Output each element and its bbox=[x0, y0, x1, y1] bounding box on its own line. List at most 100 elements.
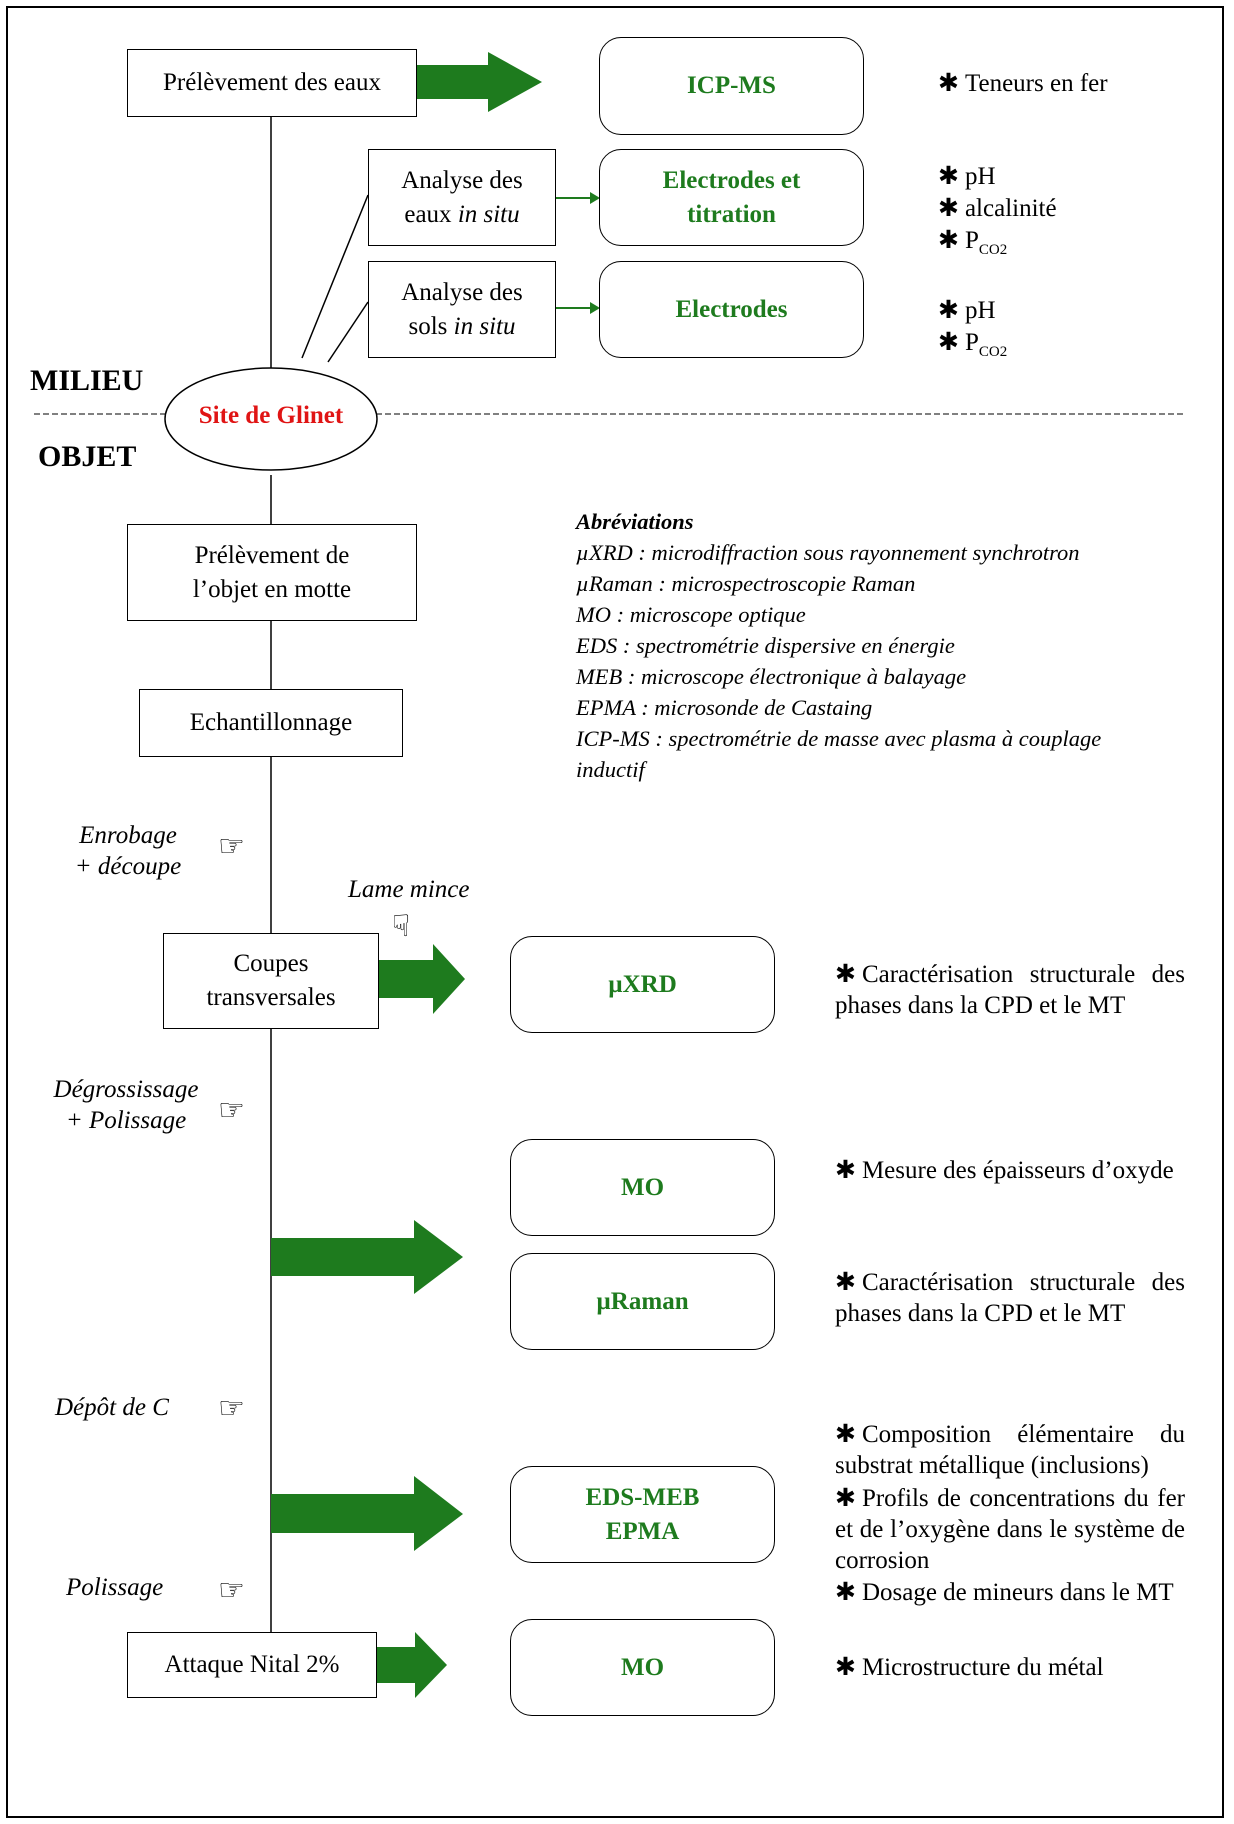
link-sols bbox=[327, 301, 369, 363]
result-carac-raman: ✱Caractérisation structurale des phases … bbox=[835, 1266, 1185, 1329]
tech-uxrd: µXRD bbox=[510, 936, 775, 1033]
abbreviations-title: Abréviations bbox=[576, 509, 694, 534]
arrow-icpms bbox=[416, 52, 542, 112]
electrodes-titration-line1: Electrodes et bbox=[662, 166, 801, 194]
result-mesure: ✱Mesure des épaisseurs d’oxyde bbox=[835, 1154, 1185, 1186]
box-attaque: Attaque Nital 2% bbox=[127, 1632, 377, 1698]
star-icon: ✱ bbox=[938, 161, 959, 190]
pco2-sub: CO2 bbox=[978, 242, 1008, 258]
link-eaux bbox=[301, 194, 369, 359]
tech-icpms: ICP-MS bbox=[599, 37, 864, 135]
star-icon: ✱ bbox=[835, 1483, 856, 1512]
prelevement-objet-line1: Prélèvement de bbox=[194, 541, 350, 569]
degross-line2: + Polissage bbox=[65, 1107, 187, 1134]
edsmeb-line1: EDS-MEB bbox=[585, 1483, 700, 1511]
abbreviation-item: µRaman : microspectroscopie Raman bbox=[576, 571, 916, 596]
abbreviation-item: EPMA : microsonde de Castaing bbox=[576, 695, 873, 720]
result-microstructure: ✱Microstructure du métal bbox=[835, 1651, 1104, 1683]
edsmeb-line2: EPMA bbox=[605, 1517, 680, 1545]
analyse-sols-insitu: in situ bbox=[453, 312, 516, 340]
carac-xrd-text: Caractérisation structurale des phases d… bbox=[835, 961, 1185, 1019]
arrow-mo bbox=[271, 1220, 463, 1294]
ph-text: pH bbox=[964, 163, 996, 190]
box-prelevement-eaux: Prélèvement des eaux bbox=[127, 49, 417, 117]
mesure-text: Mesure des épaisseurs d’oxyde bbox=[861, 1157, 1174, 1184]
step-degrossissage: Dégrossissage + Polissage bbox=[36, 1074, 216, 1136]
box-coupes: Coupes transversales bbox=[163, 933, 379, 1029]
result-carac-xrd: ✱Caractérisation structurale des phases … bbox=[835, 958, 1185, 1021]
result-profils: ✱Profils de concentrations du fer et de … bbox=[835, 1482, 1185, 1576]
pco2-2-text: P bbox=[964, 329, 979, 356]
box-prelevement-objet: Prélèvement de l’objet en motte bbox=[127, 524, 417, 621]
tech-electrodes: Electrodes bbox=[599, 261, 864, 358]
analyse-eaux-line1: Analyse des bbox=[401, 166, 523, 194]
star-icon: ✱ bbox=[835, 1577, 856, 1606]
star-icon: ✱ bbox=[835, 959, 856, 988]
step-polissage: Polissage bbox=[66, 1574, 164, 1601]
abbreviations-block: Abréviations µXRD : microdiffraction sou… bbox=[576, 506, 1216, 785]
star-icon: ✱ bbox=[835, 1419, 856, 1448]
star-icon: ✱ bbox=[835, 1267, 856, 1296]
box-echantillonnage: Echantillonnage bbox=[139, 689, 403, 757]
box-analyse-sols: Analyse des sols in situ bbox=[368, 261, 556, 358]
enrobage-line1: Enrobage bbox=[79, 822, 177, 849]
abbreviation-item: µXRD : microdiffraction sous rayonnement… bbox=[576, 540, 1080, 565]
result-ph: ✱pH bbox=[938, 160, 996, 192]
enrobage-line2: + découpe bbox=[74, 853, 182, 880]
degross-line1: Dégrossissage bbox=[53, 1076, 199, 1103]
section-objet: OBJET bbox=[38, 440, 137, 473]
star-icon: ✱ bbox=[938, 68, 959, 97]
site-label: Site de Glinet bbox=[198, 402, 344, 429]
composition-text: Composition élémentaire du substrat méta… bbox=[835, 1421, 1185, 1479]
tech-electrodes-titration: Electrodes et titration bbox=[599, 149, 864, 246]
arrow-attaque bbox=[377, 1632, 447, 1698]
analyse-sols-line2: sols bbox=[408, 312, 454, 340]
profils-text: Profils de concentrations du fer et de l… bbox=[835, 1485, 1185, 1574]
dosage-text: Dosage de mineurs dans le MT bbox=[861, 1579, 1174, 1606]
microstructure-text: Microstructure du métal bbox=[861, 1654, 1104, 1681]
analyse-eaux-line2: eaux bbox=[404, 200, 458, 228]
pco2-text: P bbox=[964, 227, 979, 254]
result-composition: ✱Composition élémentaire du substrat mét… bbox=[835, 1418, 1185, 1481]
star-icon: ✱ bbox=[835, 1652, 856, 1681]
site-ellipse bbox=[164, 367, 378, 471]
star-icon: ✱ bbox=[938, 327, 959, 356]
arrow-uxrd bbox=[378, 944, 465, 1014]
carac-raman-text: Caractérisation structurale des phases d… bbox=[835, 1269, 1185, 1327]
star-icon: ✱ bbox=[938, 295, 959, 324]
arrow-eaux-head bbox=[590, 192, 600, 204]
alcalinite-text: alcalinité bbox=[964, 195, 1057, 222]
abbreviation-item: ICP-MS : spectrométrie de masse avec pla… bbox=[576, 726, 1102, 782]
pco2-2-sub: CO2 bbox=[978, 344, 1008, 360]
step-enrobage: Enrobage + découpe bbox=[58, 820, 198, 882]
ph2-text: pH bbox=[964, 297, 996, 324]
analyse-eaux-insitu: in situ bbox=[457, 200, 520, 228]
abbreviation-item: MEB : microscope électronique à balayage bbox=[576, 664, 967, 689]
box-analyse-eaux: Analyse des eaux in situ bbox=[368, 149, 556, 246]
teneurs-text: Teneurs en fer bbox=[964, 70, 1108, 97]
page-frame bbox=[6, 6, 1224, 1818]
star-icon: ✱ bbox=[938, 225, 959, 254]
hand-point-icon: ☞ bbox=[218, 1093, 245, 1128]
section-milieu: MILIEU bbox=[30, 364, 144, 397]
tech-mo-2: MO bbox=[510, 1619, 775, 1716]
tech-edsmeb: EDS-MEB EPMA bbox=[510, 1466, 775, 1563]
analyse-sols-line1: Analyse des bbox=[401, 278, 523, 306]
hand-point-icon: ☞ bbox=[218, 1391, 245, 1426]
result-pco2-2: ✱PCO2 bbox=[938, 326, 1007, 368]
step-lame-mince: Lame mince bbox=[348, 876, 470, 903]
result-pco2: ✱PCO2 bbox=[938, 224, 1007, 266]
prelevement-objet-line2: l’objet en motte bbox=[192, 575, 352, 603]
electrodes-titration-line2: titration bbox=[687, 200, 776, 228]
arrow-sols-head bbox=[590, 302, 600, 314]
tech-mo: MO bbox=[510, 1139, 775, 1236]
result-ph-2: ✱pH bbox=[938, 294, 996, 326]
result-dosage: ✱Dosage de mineurs dans le MT bbox=[835, 1576, 1185, 1608]
coupes-line1: Coupes bbox=[233, 950, 309, 977]
abbreviation-item: EDS : spectrométrie dispersive en énergi… bbox=[576, 633, 955, 658]
arrow-edsmeb bbox=[271, 1476, 463, 1551]
result-alcalinite: ✱alcalinité bbox=[938, 192, 1057, 224]
coupes-line2: transversales bbox=[206, 984, 336, 1011]
hand-down-icon: ☟ bbox=[392, 909, 411, 944]
